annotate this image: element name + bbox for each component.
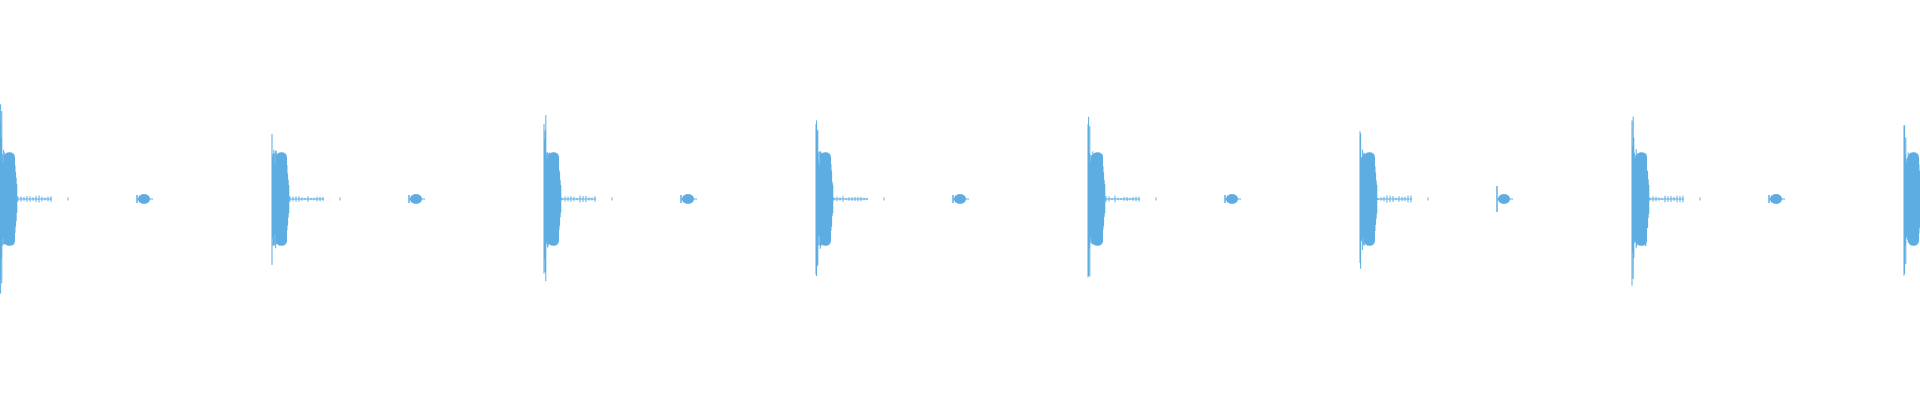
- main-burst-body: [276, 152, 287, 246]
- noise-tail: [833, 196, 868, 202]
- noise-tail: [561, 195, 596, 203]
- waveform-beat: [1903, 125, 1920, 276]
- main-burst-body: [1908, 152, 1919, 246]
- waveform-beat: [1359, 131, 1513, 269]
- waveform-beat: [0, 104, 153, 294]
- main-burst-body: [1092, 152, 1103, 246]
- waveform-beat: [815, 120, 969, 276]
- noise-tail: [289, 196, 324, 202]
- waveform-beat: [1631, 116, 1785, 286]
- noise-tail: [1649, 195, 1684, 203]
- main-burst-body: [1364, 152, 1375, 246]
- noise-tail: [1377, 195, 1412, 203]
- waveform-beat: [1087, 116, 1241, 278]
- main-burst-body: [4, 152, 15, 246]
- noise-tail: [17, 195, 52, 203]
- main-burst-body: [548, 152, 559, 246]
- waveform-beats: [0, 104, 1920, 294]
- noise-tail: [1105, 195, 1140, 203]
- main-burst-body: [1636, 152, 1647, 246]
- main-burst-body: [820, 152, 831, 246]
- waveform-beat: [271, 133, 425, 265]
- waveform-beat: [543, 115, 697, 282]
